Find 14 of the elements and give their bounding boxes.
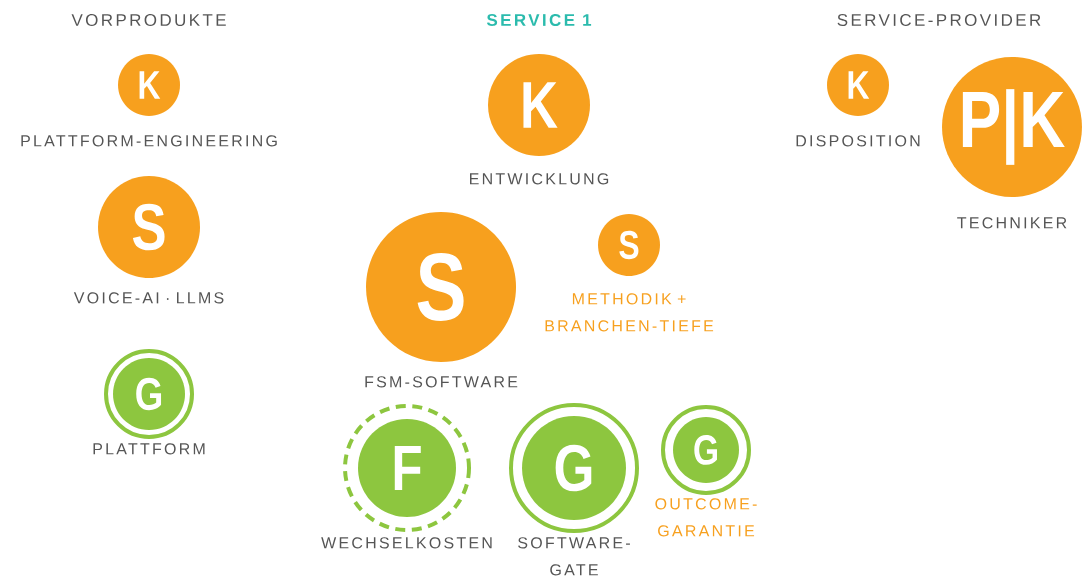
column-heading: SERVICE 1: [486, 14, 592, 27]
node-label: OUTCOME-GARANTIE: [655, 498, 757, 537]
node-label: VOICE-AI · LLMS: [73, 292, 224, 304]
node-label: PLATTFORM: [93, 443, 205, 455]
node-label: DISPOSITION: [796, 135, 920, 147]
node-label: WECHSELKOSTEN: [321, 537, 492, 549]
node-label: METHODIK + BRANCHEN-TIEFE: [545, 293, 714, 332]
node-label: PLATTFORM-ENGINEERING: [21, 135, 277, 147]
node-label: FSM-SOFTWARE: [365, 376, 518, 388]
node-label: TECHNIKER: [957, 217, 1067, 229]
column-heading: VORPRODUKTE: [71, 14, 226, 27]
node-label: ENTWICKLUNG: [470, 173, 609, 185]
column-heading: SERVICE-PROVIDER: [837, 14, 1041, 27]
node-label: SOFTWARE-GATE: [518, 537, 630, 576]
